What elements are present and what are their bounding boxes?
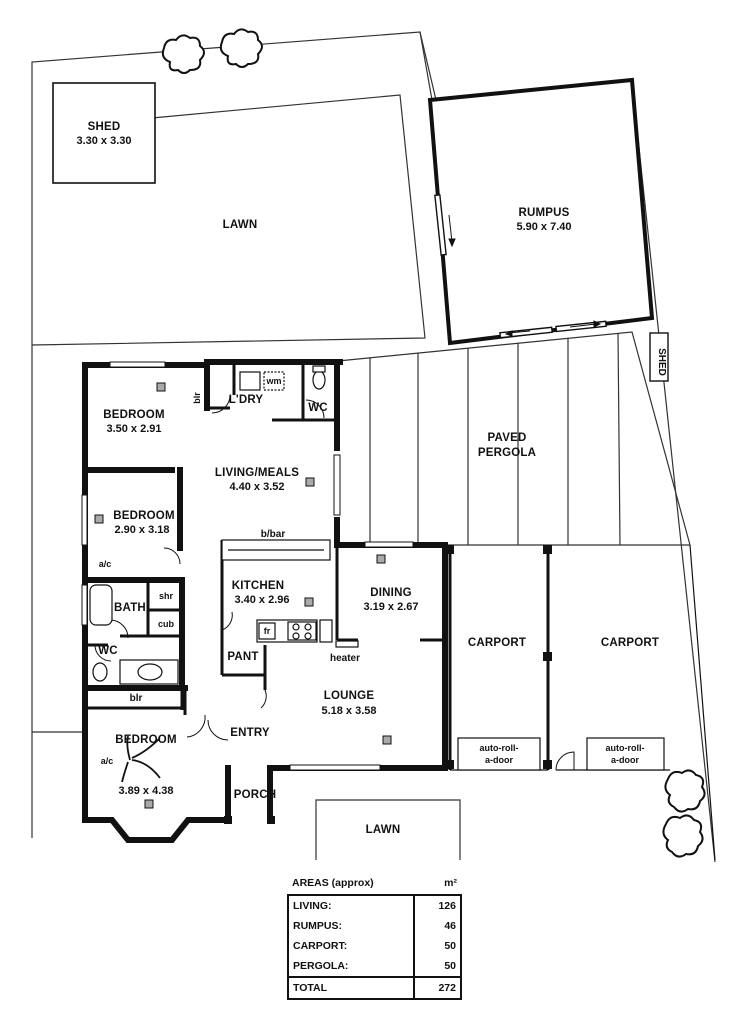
- table-row-total: TOTAL 272: [287, 976, 462, 1000]
- bedroom-2-label: BEDROOM: [113, 510, 174, 522]
- shed-side-label: SHED: [656, 348, 667, 376]
- porch-label: PORCH: [234, 789, 277, 801]
- wm-label: wm: [265, 376, 281, 386]
- tree-icon: [161, 28, 263, 74]
- bedroom-3-dim: 3.89 x 4.38: [118, 785, 173, 797]
- area-value: 126: [414, 894, 462, 916]
- lawn-back-outline: [31, 94, 426, 346]
- pergola: [337, 331, 691, 546]
- paved-label: PAVED: [488, 432, 527, 444]
- kitchen-label: KITCHEN: [232, 580, 285, 592]
- carport-1-door-line1: auto-roll-: [480, 743, 519, 753]
- shed-main-label: SHED: [88, 121, 121, 133]
- laundry-label: L'DRY: [229, 394, 264, 406]
- rumpus-label: RUMPUS: [518, 207, 569, 219]
- door-swing: [555, 751, 575, 771]
- ac-1-label: a/c: [99, 559, 112, 569]
- bath-label: BATH: [114, 602, 146, 614]
- entry-label: ENTRY: [230, 727, 270, 739]
- rumpus-room: [427, 77, 655, 346]
- shed-main: [52, 82, 156, 184]
- fixtures: [89, 365, 359, 685]
- carport-1-door-line2: a-door: [485, 755, 513, 765]
- carport-2-door-line2: a-door: [611, 755, 639, 765]
- table-row: RUMPUS: 46: [287, 916, 462, 936]
- lawn-front-label: LAWN: [366, 824, 401, 836]
- lounge-label: LOUNGE: [324, 690, 375, 702]
- tree-icon: [662, 769, 706, 858]
- area-value: 46: [414, 916, 462, 936]
- lounge-dim: 5.18 x 3.58: [321, 705, 376, 717]
- table-row: PERGOLA: 50: [287, 956, 462, 977]
- carport-posts: [445, 545, 552, 769]
- bbar-label: b/bar: [261, 529, 286, 540]
- kitchen-dim: 3.40 x 2.96: [234, 594, 289, 606]
- bedroom-1-label: BEDROOM: [103, 409, 164, 421]
- areas-header-unit: m²: [444, 877, 457, 889]
- living-meals-label: LIVING/MEALS: [215, 467, 299, 479]
- carport-2-door-line1: auto-roll-: [606, 743, 645, 753]
- door-swings: [94, 394, 325, 741]
- table-row: LIVING: 126: [287, 894, 462, 916]
- living-meals-dim: 4.40 x 3.52: [229, 481, 284, 493]
- wc-top-label: WC: [308, 402, 328, 414]
- table-row: CARPORT: 50: [287, 936, 462, 956]
- areas-header-label: AREAS (approx): [292, 877, 374, 889]
- lawn-back-label: LAWN: [223, 219, 258, 231]
- light-points: [94, 382, 392, 809]
- ceiling-fan-icon: [121, 735, 161, 783]
- rumpus-dim: 5.90 x 7.40: [516, 221, 571, 233]
- area-label: PERGOLA:: [287, 956, 415, 977]
- pant-label: PANT: [227, 651, 258, 663]
- arrow-icon: [448, 214, 602, 337]
- blr-bottom-label: blr: [130, 693, 143, 704]
- area-label: CARPORT:: [287, 936, 415, 956]
- areas-table: AREAS (approx) m² LIVING: 126 RUMPUS: 46…: [287, 872, 462, 1026]
- areas-header: AREAS (approx) m²: [288, 872, 461, 895]
- carport-outline: [448, 544, 716, 861]
- bedroom-2-dim: 2.90 x 3.18: [114, 524, 169, 536]
- area-total-label: TOTAL: [287, 976, 415, 1000]
- carport-1-label: CARPORT: [468, 637, 526, 649]
- carport-door-2: [586, 737, 665, 771]
- area-value: 50: [414, 936, 462, 956]
- cub-label: cub: [158, 619, 175, 629]
- windows: [81, 361, 414, 771]
- wc-bottom-label: WC: [98, 645, 118, 657]
- lawn-front-outline: [315, 799, 461, 860]
- ac-2-label: a/c: [101, 756, 114, 766]
- blr-top-label: blr: [192, 392, 202, 404]
- shed-side: [649, 332, 669, 382]
- porch-posts: [224, 816, 275, 824]
- carport-2-label: CARPORT: [601, 637, 659, 649]
- area-label: RUMPUS:: [287, 916, 415, 936]
- shr-label: shr: [159, 591, 174, 601]
- carport-door-1: [457, 737, 541, 771]
- fr-label: fr: [264, 626, 271, 636]
- heater-label: heater: [330, 653, 360, 664]
- room-labels: SHED 3.30 x 3.30 LAWN RUMPUS 5.90 x 7.40…: [76, 121, 667, 836]
- area-total-value: 272: [414, 976, 462, 1000]
- area-value: 50: [414, 956, 462, 977]
- shed-main-dim: 3.30 x 3.30: [76, 135, 131, 147]
- area-label: LIVING:: [287, 894, 415, 916]
- pergola-label: PERGOLA: [478, 447, 536, 459]
- bedroom-3-label: BEDROOM: [115, 734, 176, 746]
- dining-dim: 3.19 x 2.67: [363, 601, 418, 613]
- bedroom-1-dim: 3.50 x 2.91: [106, 423, 161, 435]
- dining-label: DINING: [370, 587, 411, 599]
